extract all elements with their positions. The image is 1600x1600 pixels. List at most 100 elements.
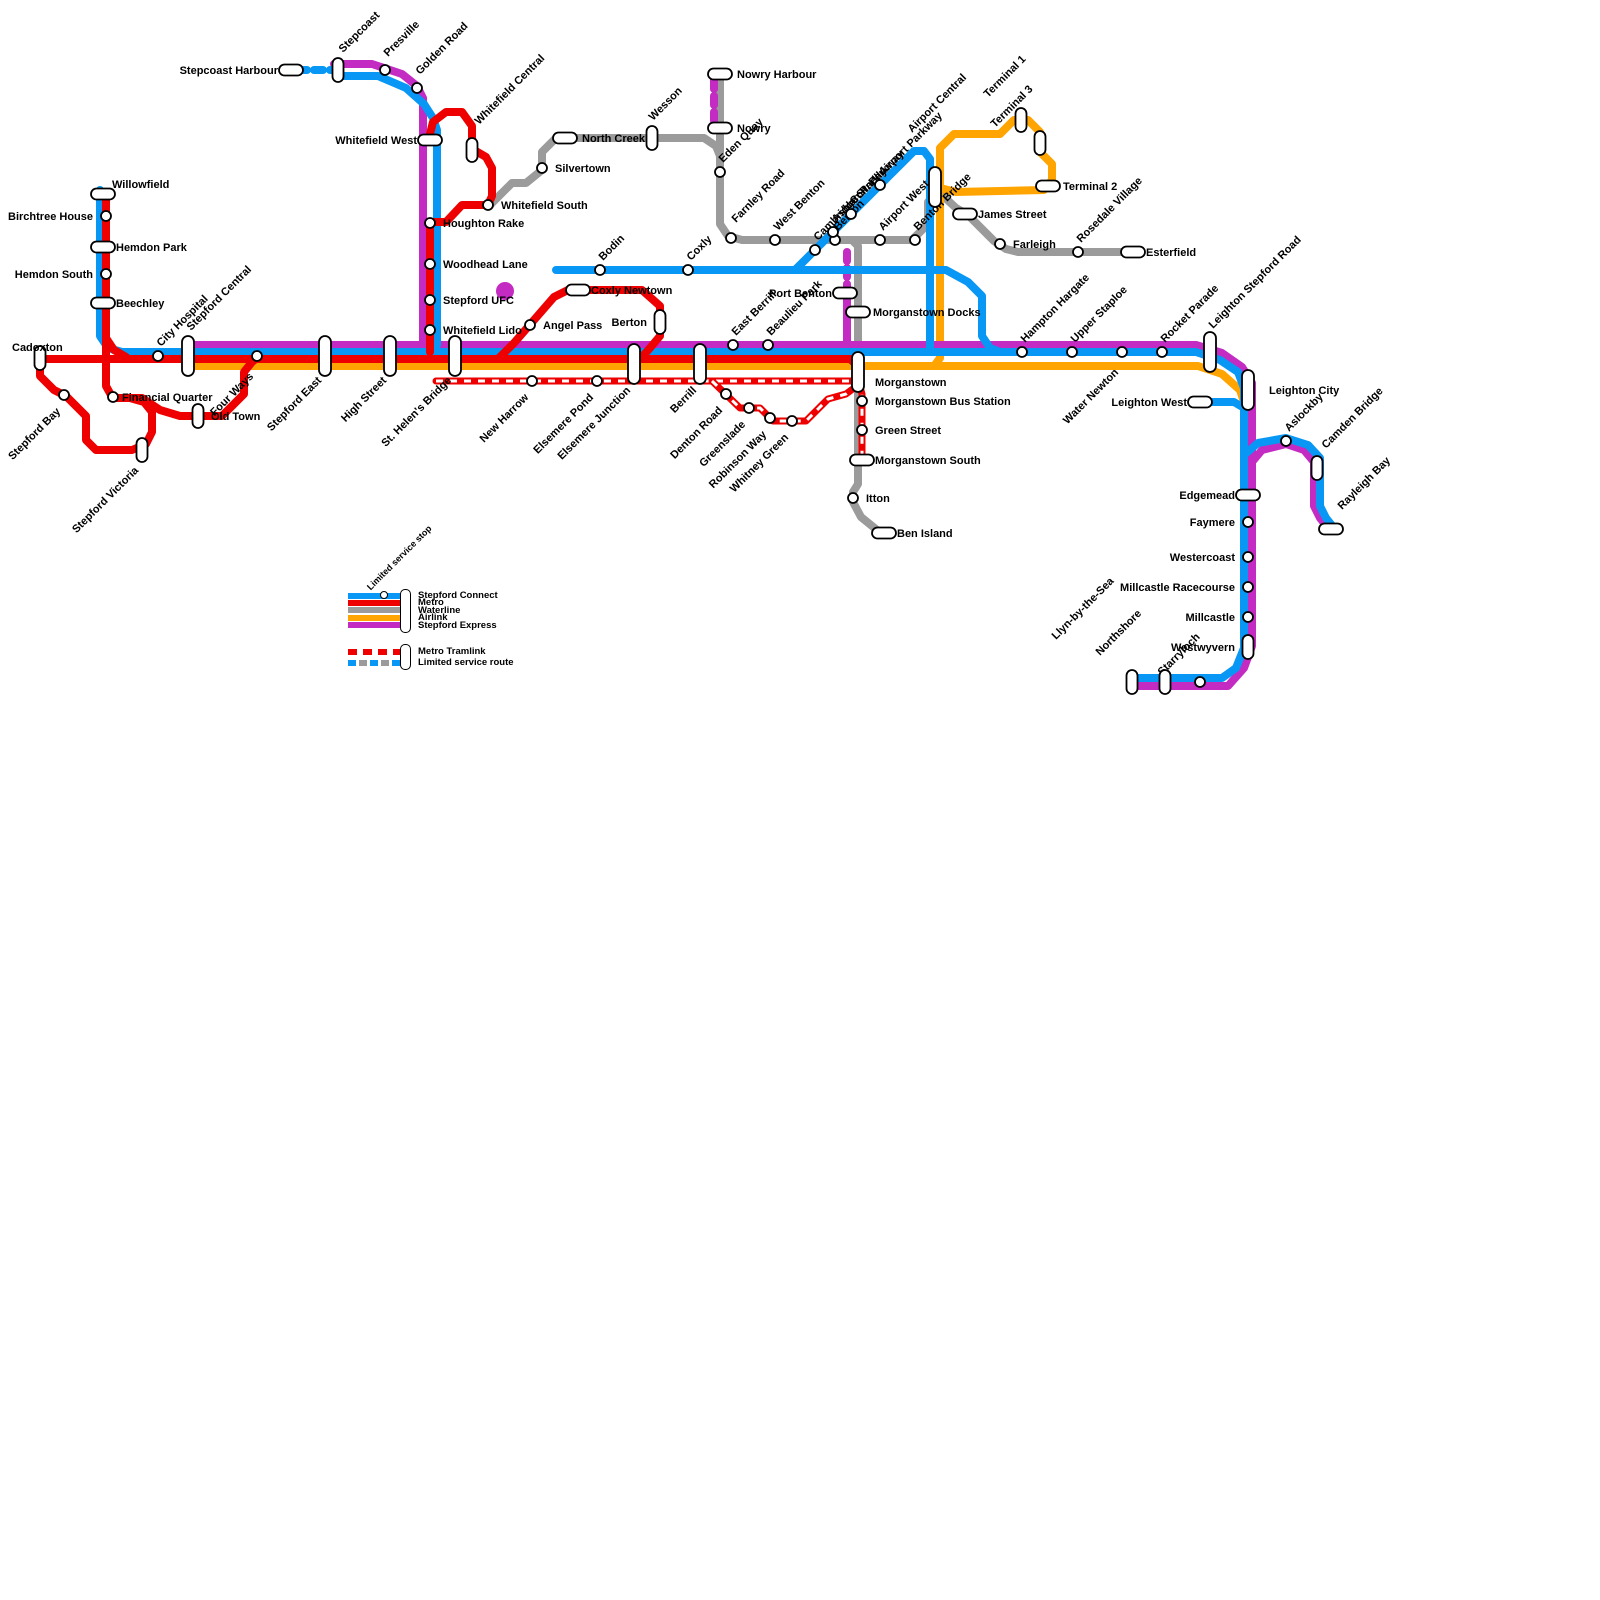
station-itton: Itton <box>847 492 890 505</box>
line-stepford-connect <box>1240 434 1338 532</box>
station-label: Berton <box>612 317 648 329</box>
station-marker-icon <box>424 217 436 229</box>
station-marker-icon <box>1156 346 1168 358</box>
station-marker-icon <box>693 343 707 385</box>
station-marker-icon <box>1072 246 1084 258</box>
legend: Limited service stop Stepford Connect Me… <box>348 523 628 682</box>
station-marker-icon <box>714 166 726 178</box>
station-marker-icon <box>1014 107 1028 133</box>
station-stepcoast: Stepcoast <box>331 9 383 83</box>
legend-label: Waterline <box>418 604 461 616</box>
station-angel-pass: Angel Pass <box>524 319 602 332</box>
metro-line-icon <box>348 600 406 607</box>
station-label: Morganstown Docks <box>873 307 981 319</box>
station-marker-icon <box>107 391 119 403</box>
line-airlink <box>930 192 944 370</box>
station-coxly-newtown: Coxly Newtown <box>565 283 673 297</box>
station-label: Stepcoast <box>337 9 383 55</box>
station-marker-icon <box>591 375 603 387</box>
station-aslockby: Aslockby <box>1280 390 1326 447</box>
station-label: Morganstown <box>875 377 947 389</box>
legend-label: Stepford Express <box>418 619 497 631</box>
legend-special-rows: Metro Tramlink Limited service route <box>348 646 514 668</box>
station-faymere: Faymere <box>1190 516 1254 529</box>
stepford-connect-line-icon <box>348 592 406 599</box>
station-stepford-ufc: Stepford UFC <box>424 294 514 307</box>
station-marker-icon <box>552 131 578 145</box>
line-stepford-express <box>1248 440 1332 532</box>
station-marker-icon <box>379 64 391 76</box>
station-marker-icon <box>1318 522 1344 536</box>
station-new-harrow: New Harrow <box>478 375 538 445</box>
station-marker-icon <box>90 240 116 254</box>
station-leighton-city: Leighton City <box>1241 369 1340 411</box>
station-whitefield-west: Whitefield West <box>335 133 443 147</box>
station-label: Stepford Victoria <box>70 464 142 536</box>
station-label: Morganstown Bus Station <box>875 396 1011 408</box>
station-whitefield-south: Whitefield South <box>482 199 588 212</box>
station-marker-icon <box>100 210 112 222</box>
station-marker-icon <box>1120 245 1146 259</box>
station-hemdon-park: Hemdon Park <box>90 240 188 254</box>
station-marker-icon <box>682 264 694 276</box>
station-label: Beaulieu Park <box>765 278 826 339</box>
station-marker-icon <box>424 324 436 336</box>
legend-label: Stepford Connect <box>418 589 498 601</box>
station-marker-icon <box>845 208 857 220</box>
station-label: Beechley <box>116 298 165 310</box>
station-label: Angel Pass <box>543 320 602 332</box>
station-marker-icon <box>448 335 462 377</box>
station-marker-icon <box>1116 346 1128 358</box>
station-label: Presville <box>382 19 422 59</box>
station-farleigh: Farleigh <box>994 238 1056 251</box>
station-label: New Harrow <box>478 391 532 445</box>
station-marker-icon <box>90 296 116 310</box>
station-houghton-rake: Houghton Rake <box>424 217 524 230</box>
station-marker-icon <box>847 492 859 504</box>
station-marker-icon <box>594 264 606 276</box>
station-marker-icon <box>786 415 798 427</box>
station-nowry: Nowry <box>707 121 772 135</box>
station-marker-icon <box>762 339 774 351</box>
station-marker-icon <box>1242 581 1254 593</box>
station-label: Port Benton <box>769 288 832 300</box>
station-marker-icon <box>1280 435 1292 447</box>
station-marker-icon <box>1016 346 1028 358</box>
line-stepford-connect <box>552 266 1004 356</box>
station-marker-icon <box>627 343 641 385</box>
station-label: Stepcoast Harbour <box>180 65 279 77</box>
station-marker-icon <box>383 335 397 377</box>
station-marker-icon <box>720 388 732 400</box>
station-label: Terminal 2 <box>1063 181 1117 193</box>
station-label: James Street <box>978 209 1047 221</box>
waterline-line-icon <box>348 607 406 614</box>
station-marker-icon <box>1242 611 1254 623</box>
station-ben-island: Ben Island <box>871 526 953 540</box>
legend-row-stepford-express: Stepford Express <box>348 619 498 631</box>
station-label: Northshore <box>1094 608 1144 658</box>
station-marker-icon <box>318 335 332 377</box>
station-label: Hemdon Park <box>116 242 188 254</box>
station-label: Stepford East <box>265 374 324 433</box>
station-esterfield: Esterfield <box>1120 245 1196 259</box>
station-marker-icon <box>928 166 942 208</box>
airlink-line-icon <box>348 614 406 621</box>
station-label: Bodin <box>597 232 628 263</box>
line-stepford-connect <box>1200 398 1248 412</box>
station-label: Stepford UFC <box>443 295 514 307</box>
legend-row-limited-service: Limited service route <box>348 657 514 668</box>
station-port-benton: Port Benton <box>769 286 858 300</box>
station-marker-icon <box>832 286 858 300</box>
station-marker-icon <box>909 234 921 246</box>
station-label: Coxly <box>685 233 715 263</box>
line-waterline <box>936 189 1137 256</box>
station-marker-icon <box>764 412 776 424</box>
station-label: Whitefield Central <box>473 53 548 128</box>
line-stepford-connect <box>96 186 1248 682</box>
station-label: Millcastle <box>1185 612 1235 624</box>
legend-row-waterline: Waterline <box>348 604 498 616</box>
station-label: Leighton Stepford Road <box>1207 234 1304 331</box>
station-marker-icon <box>526 375 538 387</box>
